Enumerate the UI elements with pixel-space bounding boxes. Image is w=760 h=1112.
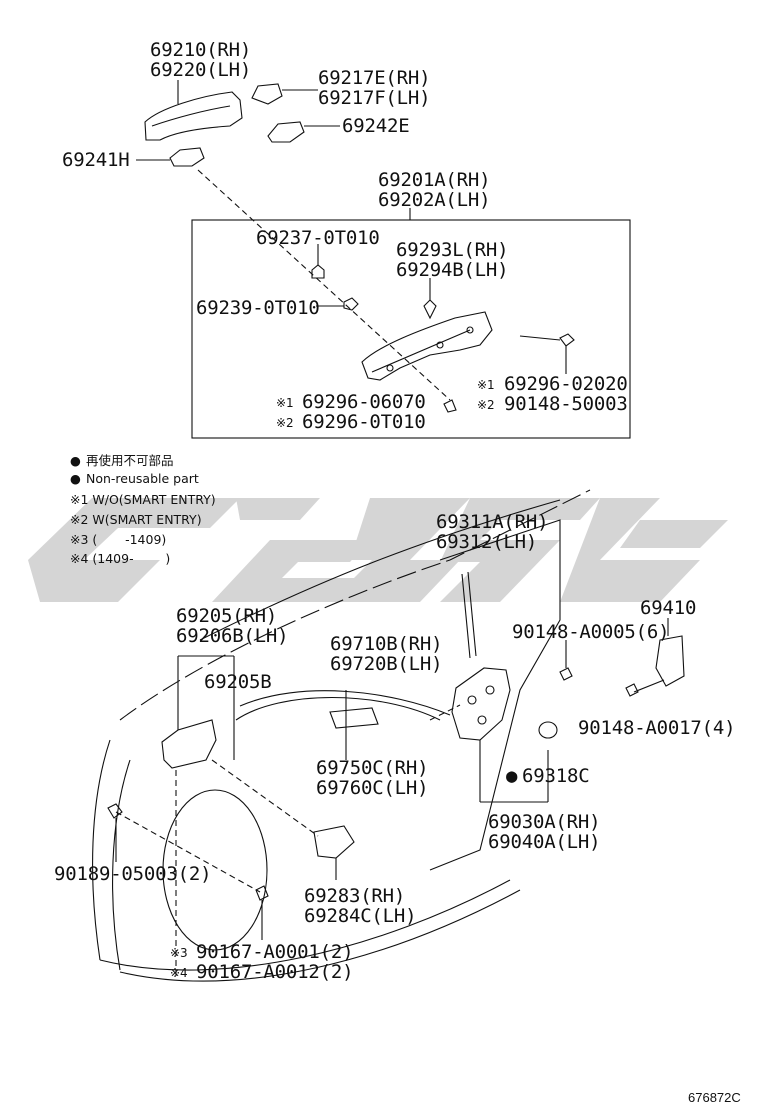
label-90148-50003: 90148-50003 (504, 393, 628, 415)
legend-nonreusable-en: Non-reusable part (86, 471, 199, 486)
label-90167-A0001: 90167-A0001(2) (196, 941, 354, 963)
label-69710B: 69710B(RH) (330, 633, 443, 655)
handle-frame (361, 311, 493, 381)
door-pad (313, 825, 355, 859)
label-69030A: 69030A(RH) (488, 811, 601, 833)
label-69205B: 69205B (204, 671, 272, 693)
label-69293L: 69293L(RH) (396, 239, 509, 261)
label-90148-A0017: 90148-A0017(4) (578, 717, 736, 739)
handle-gasket (267, 121, 305, 143)
diagram-code: 676872C (688, 1090, 741, 1105)
label-69210: 69210(RH) (150, 39, 252, 61)
front-pad (169, 147, 205, 167)
label-69294B: 69294B(LH) (396, 259, 509, 281)
label-69242E: 69242E (342, 115, 410, 137)
label-69720B: 69720B(LH) (330, 653, 443, 675)
label-90167-A0012: 90167-A0012(2) (196, 961, 354, 983)
striker (655, 635, 685, 687)
label-69206B: 69206B(LH) (176, 625, 289, 647)
mark-2a: ※2 (477, 398, 495, 412)
label-69284C: 69284C(LH) (304, 905, 417, 927)
label-69312: 69312(LH) (436, 531, 538, 553)
label-69296-06070: 69296-06070 (302, 391, 426, 413)
label-69296-02020: 69296-02020 (504, 373, 628, 395)
cables (235, 697, 441, 721)
label-69217E: 69217E(RH) (318, 67, 431, 89)
door-lock (451, 667, 511, 741)
label-69040A: 69040A(LH) (488, 831, 601, 853)
mark-4: ※4 (170, 966, 188, 980)
mark-1a: ※1 (477, 378, 495, 392)
label-69318C: 69318C (522, 765, 590, 787)
label-90189: 90189-05003(2) (54, 863, 212, 885)
label-69311A: 69311A(RH) (436, 511, 549, 533)
label-69750C: 69750C(RH) (316, 757, 429, 779)
mark-3: ※3 (170, 946, 188, 960)
legend-note-2: ※2 W(SMART ENTRY) (70, 512, 202, 527)
label-69220: 69220(LH) (150, 59, 252, 81)
label-69201A: 69201A(RH) (378, 169, 491, 191)
legend-bullet-2: ● (70, 471, 81, 486)
label-69760C: 69760C(LH) (316, 777, 429, 799)
legend-note-3: ※3 ( -1409) (70, 532, 167, 547)
label-90148-A0005: 90148-A0005(6) (512, 621, 670, 643)
label-69217F: 69217F(LH) (318, 87, 431, 109)
label-69202A: 69202A(LH) (378, 189, 491, 211)
legend-bullet-1: ● (70, 453, 81, 468)
bullet-69318C: ● (506, 765, 518, 787)
label-69239: 69239-0T010 (196, 297, 320, 319)
mark-2b: ※2 (276, 416, 294, 430)
outside-handle (144, 91, 243, 141)
label-69283: 69283(RH) (304, 885, 406, 907)
label-69241H: 69241H (62, 149, 130, 171)
legend-note-1: ※1 W/O(SMART ENTRY) (70, 492, 216, 507)
label-69205: 69205(RH) (176, 605, 278, 627)
handle-cover (251, 83, 283, 105)
frame-box (191, 219, 631, 439)
inside-handle (161, 719, 217, 769)
label-69237: 69237-0T010 (256, 227, 380, 249)
label-69296-0T010: 69296-0T010 (302, 411, 426, 433)
legend-note-4: ※4 (1409- ) (70, 551, 171, 566)
mark-1b: ※1 (276, 396, 294, 410)
label-69410: 69410 (640, 597, 697, 619)
door-outline (119, 489, 591, 721)
legend-nonreusable-jp: 再使用不可部品 (86, 453, 174, 468)
